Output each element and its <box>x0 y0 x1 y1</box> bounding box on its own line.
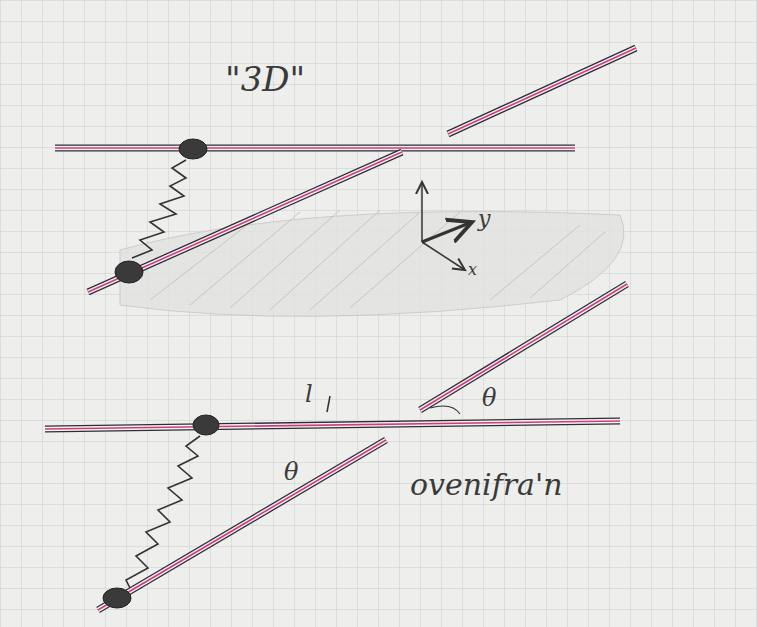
rod-line <box>45 421 620 429</box>
tick-mark <box>327 396 330 412</box>
shaded-plane <box>120 210 624 316</box>
rod-line <box>88 152 402 292</box>
rod-line <box>88 152 402 292</box>
rod-line <box>420 284 627 410</box>
coils <box>103 139 219 608</box>
angle-arc <box>430 406 460 414</box>
axes <box>422 182 472 270</box>
rod-line <box>98 440 386 610</box>
rod-line <box>98 440 386 610</box>
wavy-springs <box>126 160 200 588</box>
rod-line <box>98 440 386 610</box>
angle-label: θ <box>284 460 298 484</box>
rod-line <box>448 48 636 134</box>
rod-line <box>420 284 627 410</box>
rod-line <box>448 48 636 134</box>
rod-line <box>88 152 402 292</box>
rod-line <box>55 146 575 150</box>
axis-label: y <box>478 208 490 230</box>
rod-line <box>55 147 575 149</box>
length-label: l <box>305 382 313 406</box>
rod-line <box>448 48 636 134</box>
rod-line <box>420 284 627 410</box>
rod-line <box>45 421 620 429</box>
rod-line <box>55 145 575 152</box>
rods <box>45 48 636 610</box>
sketch-title: "3D" <box>225 62 305 96</box>
rod-line <box>45 421 620 429</box>
axis-label: x <box>468 262 477 278</box>
view-note: ovenifra'n <box>410 470 563 500</box>
angle-label: θ <box>482 386 496 410</box>
